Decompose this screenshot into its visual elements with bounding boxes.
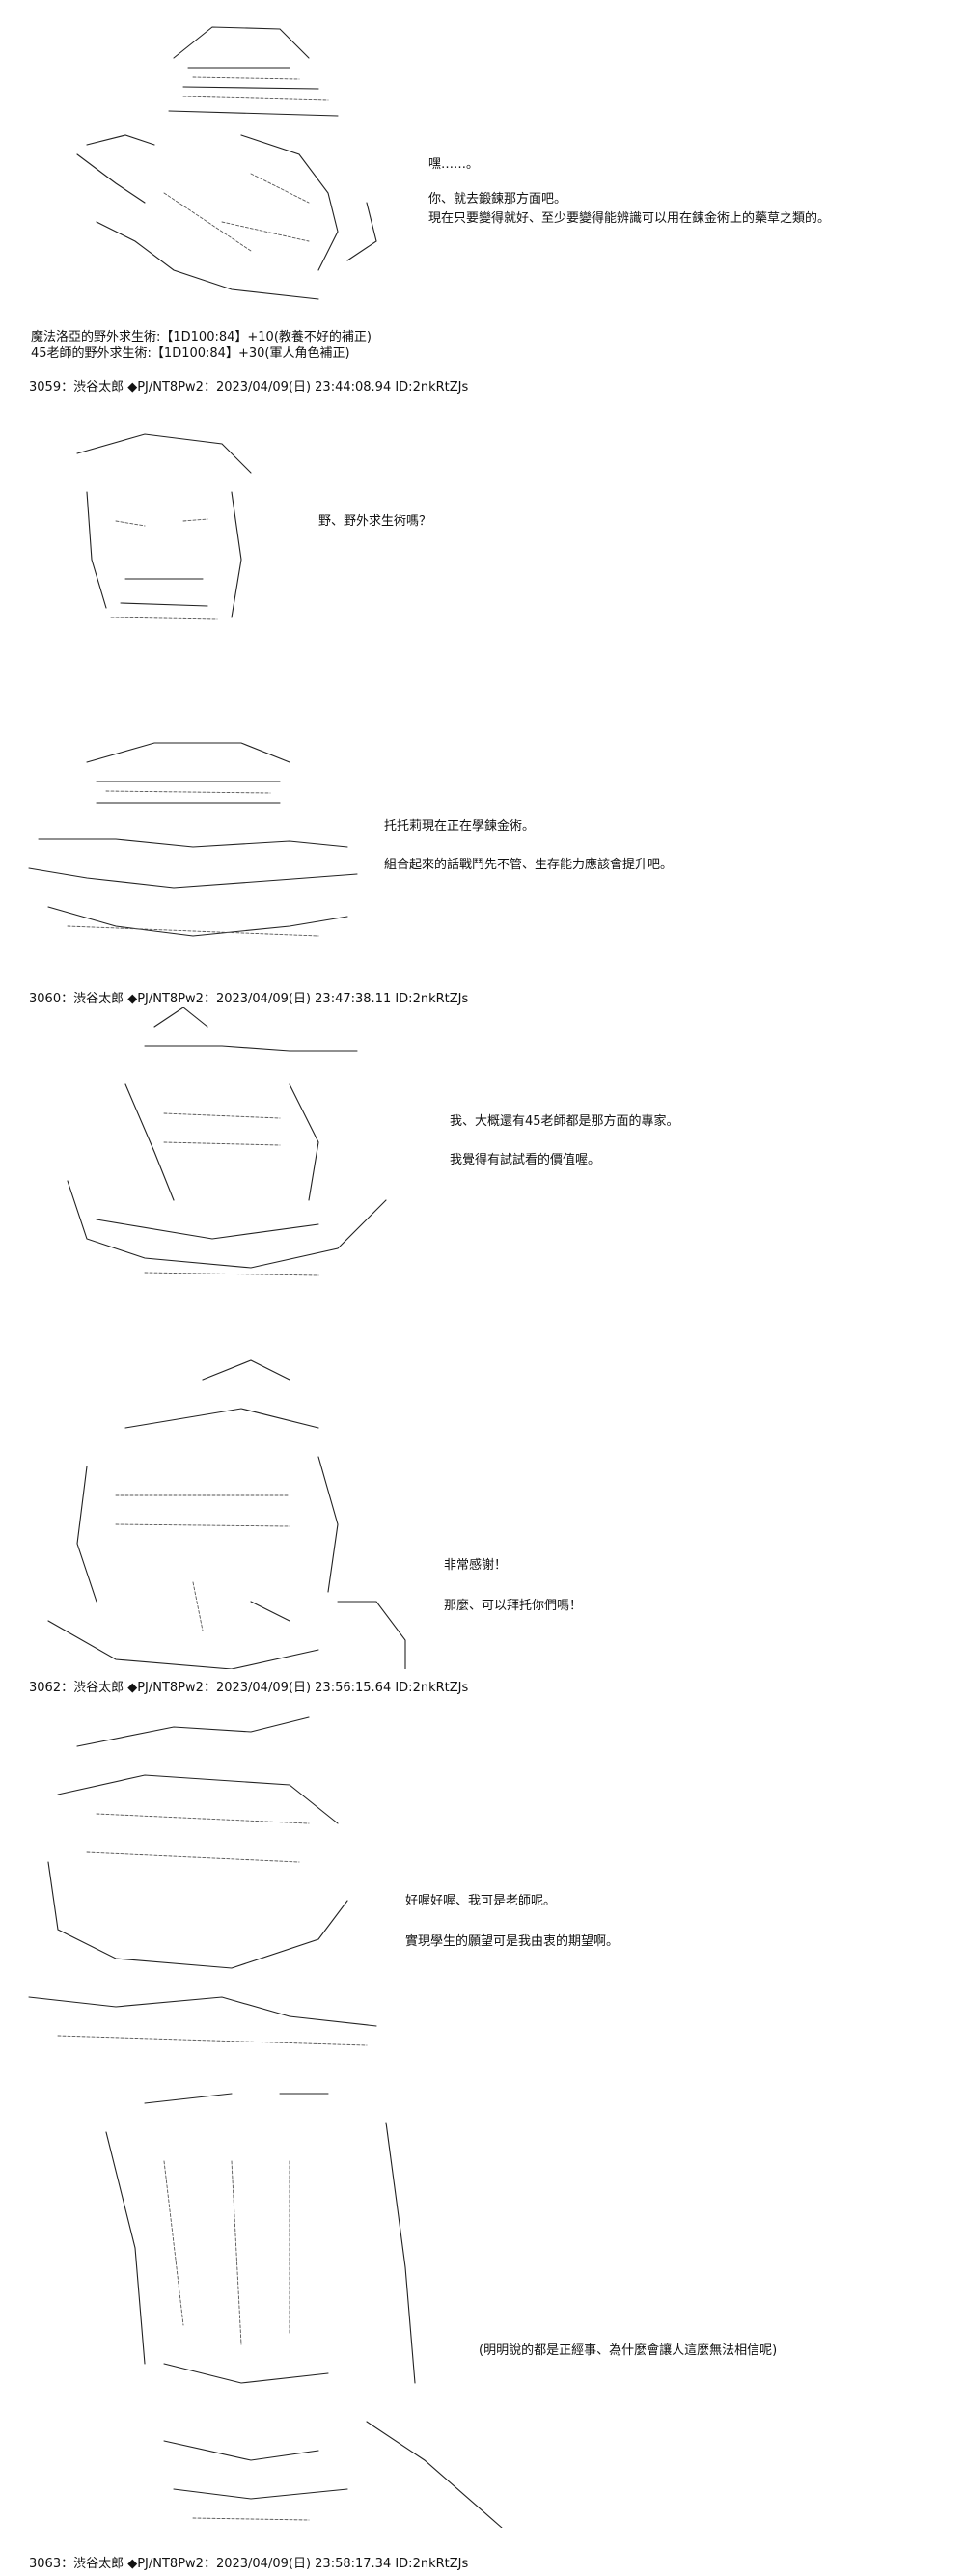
dialogue-line: 那麼、可以拜托你們嗎！ [444,1599,583,1613]
panel-2: 野、野外求生術嗎？ [0,415,965,666]
dialogue-line: 組合起來的話戰鬥先不管、生存能力應該會提升吧。 [384,858,674,872]
post-header: 3062：渋谷太郎 ◆PJ/NT8Pw2：2023/04/09(日) 23:56… [29,1681,469,1695]
panel-6: 好喔好喔、我可是老師呢。 實現學生的願望可是我由衷的期望啊。 [0,1708,965,2074]
character-illustration [105,2093,503,2528]
dialogue-line: 我、大概還有45老師都是那方面的專家。 [450,1114,679,1129]
post-header: 3063：渋谷太郎 ◆PJ/NT8Pw2：2023/04/09(日) 23:58… [29,2557,469,2571]
dialogue-line: 好喔好喔、我可是老師呢。 [405,1894,557,1908]
post-header: 3060：渋谷太郎 ◆PJ/NT8Pw2：2023/04/09(日) 23:47… [29,992,469,1006]
character-illustration [76,433,252,620]
dialogue-line: 現在只要變得就好、至少要變得能辨識可以用在鍊金術上的藥草之類的。 [428,211,831,226]
dialogue-line: 你、就去鍛鍊那方面吧。 [428,192,567,206]
dice-roll-note: 魔法洛亞的野外求生術:【1D100:84】+10(教養不好的補正) [31,330,372,344]
dialogue-line: 實現學生的願望可是我由衷的期望啊。 [405,1934,620,1949]
post-header: 3059：渋谷太郎 ◆PJ/NT8Pw2：2023/04/09(日) 23:44… [29,380,469,395]
panel-7: (明明說的都是正經事、為什麼會讓人這麼無法相信呢) 3063：渋谷太郎 ◆PJ/… [0,2074,965,2576]
dice-roll-note: 45老師的野外求生術:【1D100:84】+30(軍人角色補正) [31,346,350,361]
character-illustration [76,26,377,300]
character-illustration [28,1716,377,2046]
character-illustration [28,742,358,937]
dialogue-line: 我覺得有試試看的價值喔。 [450,1153,601,1167]
dialogue-line: 托托莉現在正在學鍊金術。 [384,819,536,834]
dialogue-line: 野、野外求生術嗎？ [318,514,432,529]
panel-5: 非常感謝！ 那麼、可以拜托你們嗎！ 3062：渋谷太郎 ◆PJ/NT8Pw2：2… [0,1351,965,1695]
dialogue-line: 非常感謝！ [444,1558,508,1573]
dialogue-line: 嘿……。 [428,157,480,172]
character-illustration [67,1007,387,1276]
character-illustration [47,1359,406,1669]
panel-1: 嘿……。 你、就去鍛鍊那方面吧。 現在只要變得就好、至少要變得能辨識可以用在鍊金… [0,0,965,397]
dialogue-line: (明明說的都是正經事、為什麼會讓人這麼無法相信呢) [479,2343,778,2358]
panel-3: 托托莉現在正在學鍊金術。 組合起來的話戰鬥先不管、生存能力應該會提升吧。 306… [0,733,965,1009]
panel-4: 我、大概還有45老師都是那方面的專家。 我覺得有試試看的價值喔。 [0,1007,965,1297]
